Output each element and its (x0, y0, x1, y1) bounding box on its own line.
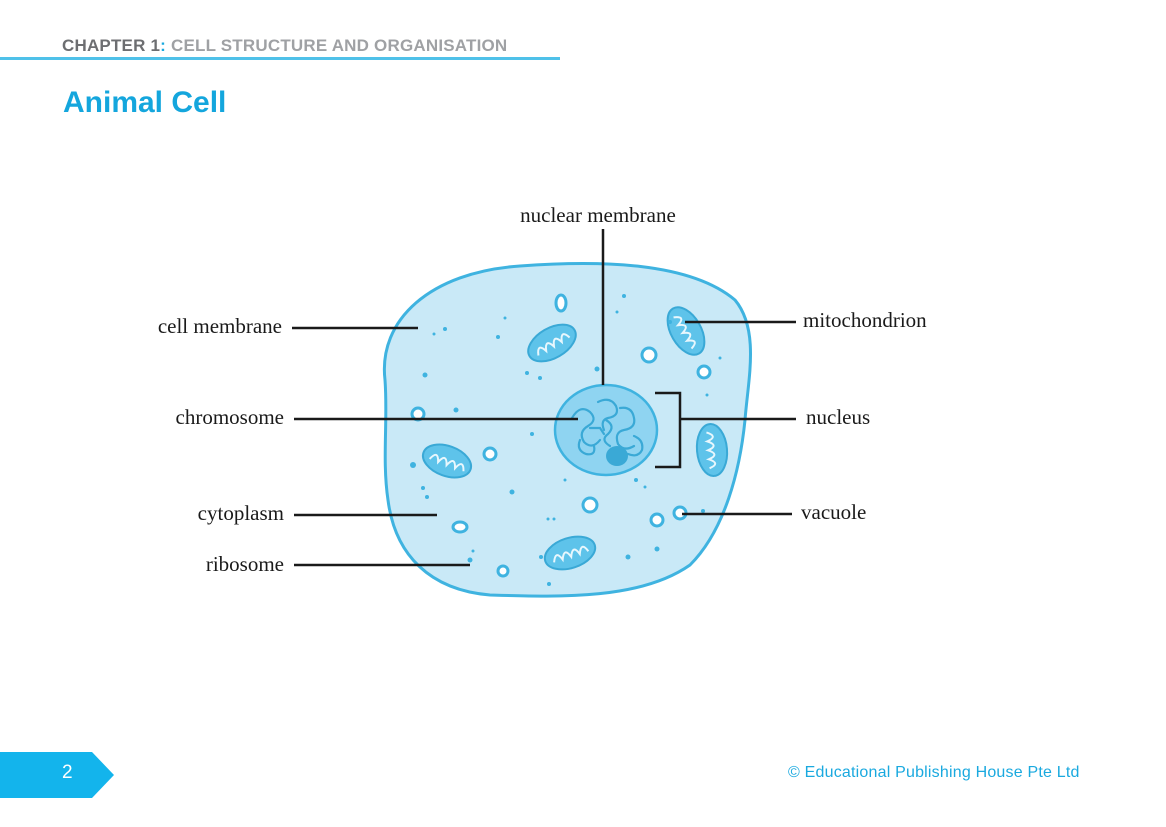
page-number: 2 (62, 762, 73, 783)
mitochondrion-right (695, 423, 729, 477)
mitochondrion-right-top (666, 306, 706, 356)
nucleus-bracket (655, 391, 682, 469)
chapter-header: CHAPTER 1: CELL STRUCTURE AND ORGANISATI… (62, 36, 507, 56)
label-cytoplasm: cytoplasm (198, 501, 284, 525)
label-ribosome: ribosome (206, 552, 284, 576)
label-nucleus: nucleus (806, 405, 870, 429)
label-vacuole: vacuole (801, 500, 866, 524)
label-nuclear-membrane: nuclear membrane (520, 203, 676, 227)
page-number-tab (0, 752, 114, 798)
mitochondria (421, 306, 729, 571)
nucleus (553, 383, 659, 477)
label-chromosome: chromosome (176, 405, 284, 429)
chapter-separator: : (160, 36, 167, 55)
header-rule (0, 57, 560, 60)
mitochondrion-bottom (543, 535, 597, 571)
label-mitochondrion: mitochondrion (803, 308, 927, 332)
label-lines (292, 229, 796, 567)
label-cell-membrane: cell membrane (158, 314, 282, 338)
chapter-number: CHAPTER 1 (62, 36, 161, 55)
chapter-subtitle: CELL STRUCTURE AND ORGANISATION (170, 36, 508, 55)
ribosomes (410, 294, 722, 586)
vacuoles (410, 293, 712, 578)
mitochondrion-top-left (527, 323, 577, 363)
page-title: Animal Cell (63, 86, 227, 119)
nucleolus (606, 446, 628, 466)
mitochondrion-left (421, 443, 473, 479)
copyright-notice: © Educational Publishing House Pte Ltd (788, 764, 1080, 781)
